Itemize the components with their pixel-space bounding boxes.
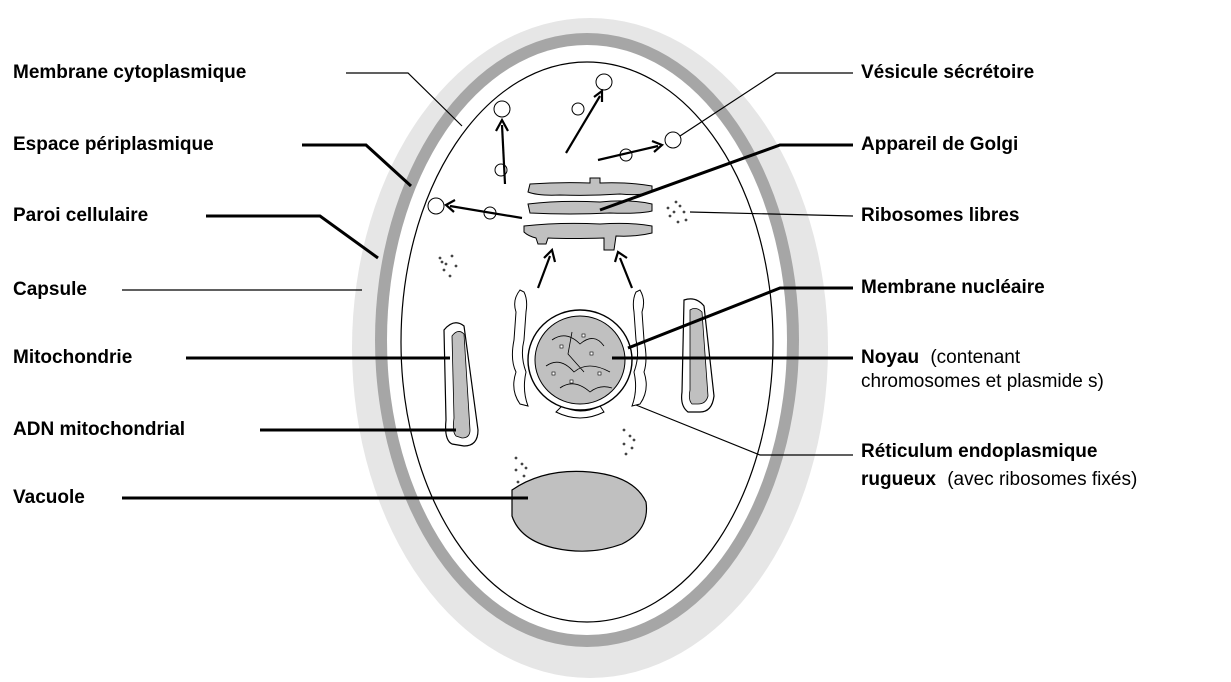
vacuole-shape (512, 471, 647, 551)
label-capsule: Capsule (13, 279, 87, 301)
label-ribosomes-libres: Ribosomes libres (861, 205, 1019, 227)
leader-paroi-cellulaire (206, 216, 378, 258)
label-reticulum-line2: rugueux (avec ribosomes fixés) (861, 469, 1137, 491)
label-noyau-detail-2: chromosomes et plasmide s) (861, 371, 1104, 393)
label-vesicule-secretoire: Vésicule sécrétoire (861, 62, 1034, 84)
label-appareil-de-golgi: Appareil de Golgi (861, 134, 1018, 156)
label-paroi-cellulaire: Paroi cellulaire (13, 205, 148, 227)
vesicle-top-mid (596, 74, 612, 90)
label-noyau-detail-1: (contenant (930, 347, 1020, 368)
label-mitochondrie: Mitochondrie (13, 347, 132, 369)
label-espace-periplasmique: Espace périplasmique (13, 134, 214, 156)
label-noyau-line1: Noyau (contenant (861, 347, 1020, 369)
vesicle-upper-right (665, 132, 681, 148)
nucleus-shape (528, 310, 632, 410)
label-reticulum-detail: (avec ribosomes fixés) (947, 469, 1137, 490)
label-noyau: Noyau (861, 347, 919, 368)
label-membrane-cytoplasmique: Membrane cytoplasmique (13, 62, 246, 84)
label-reticulum-rugueux: rugueux (861, 469, 936, 490)
vesicle-left (428, 198, 444, 214)
label-reticulum-line1: Réticulum endoplasmique (861, 441, 1097, 463)
label-membrane-nucleaire: Membrane nucléaire (861, 277, 1045, 299)
label-adn-mitochondrial: ADN mitochondrial (13, 419, 185, 441)
label-vacuole: Vacuole (13, 487, 85, 509)
vesicle-top-left (494, 101, 510, 117)
